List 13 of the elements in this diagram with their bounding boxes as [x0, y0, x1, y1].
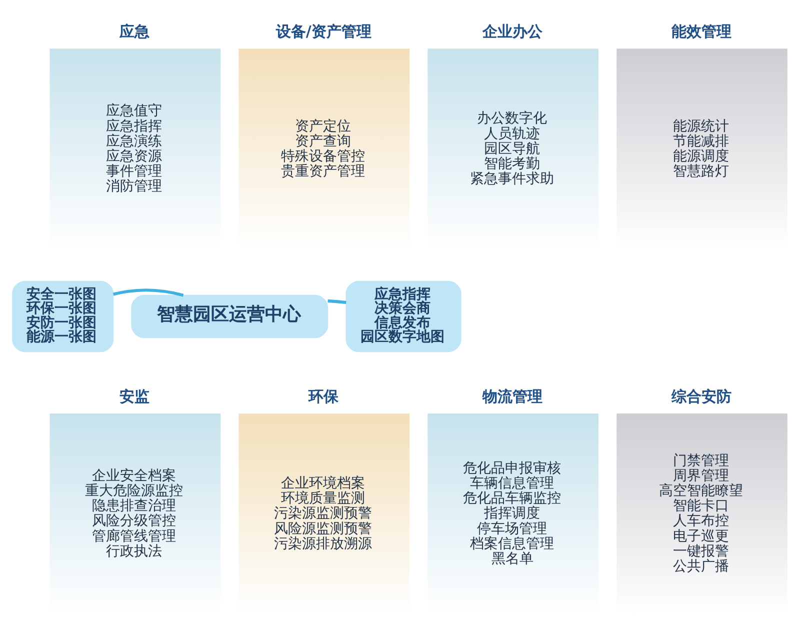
node-box: 安全一张图 环保一张图 安防一张图 能源一张图 — [12, 280, 114, 352]
node-label: 应急 — [120, 22, 150, 41]
node-box: 应急指挥 决策会商 信息发布 园区数字地图 — [346, 280, 462, 352]
node-label: 安监 — [120, 387, 150, 406]
node-label: 企业办公 — [482, 22, 542, 41]
node-label: 设备/资产管理 — [276, 22, 372, 41]
node-label: 环保 — [308, 387, 339, 406]
node-label: 综合安防 — [671, 387, 732, 406]
node-label: 能效管理 — [671, 22, 732, 41]
node-label: 物流管理 — [482, 387, 542, 406]
connector — [328, 299, 346, 304]
connector — [112, 288, 184, 297]
node-box: 智慧园区运营中心 — [131, 294, 328, 338]
